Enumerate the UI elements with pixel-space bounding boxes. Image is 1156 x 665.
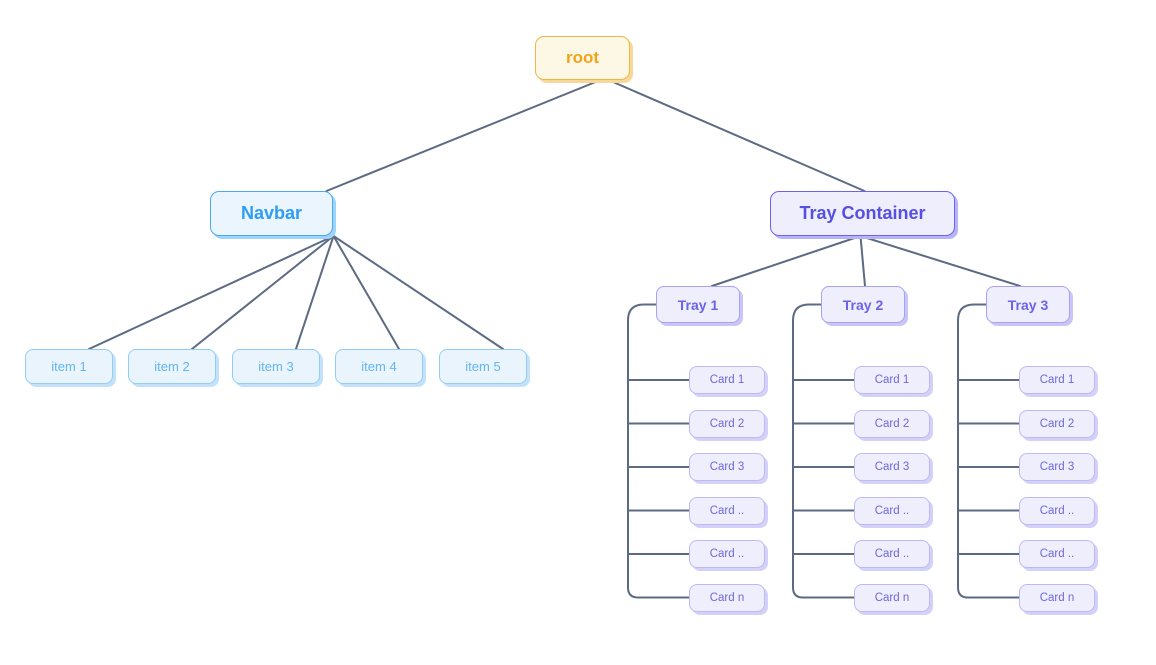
edge-root-to-tray-container [607,79,866,192]
node-root[interactable]: root [535,36,630,80]
edge-navbar-to-item-5 [332,235,504,350]
node-tray-2-card-1[interactable]: Card 1 [854,366,930,394]
edge-tray-3-spine [957,319,1020,599]
edge-tray-3-spine-head [957,303,987,322]
node-tray-2-card-5[interactable]: Card .. [854,540,930,568]
node-tray-2-card-4[interactable]: Card .. [854,496,930,525]
node-tray-2-card-2[interactable]: Card 2 [854,409,930,438]
node-tray-3-card-3[interactable]: Card 3 [1019,453,1095,481]
node-tray-1-card-6[interactable]: Card n [689,583,765,612]
node-tray-3-card-2[interactable]: Card 2 [1019,409,1095,438]
node-tray-1-card-3[interactable]: Card 3 [689,453,765,481]
node-tray-2-card-3[interactable]: Card 3 [854,453,930,481]
node-tray-2[interactable]: Tray 2 [821,286,905,323]
node-tray-3-card-6[interactable]: Card n [1019,583,1095,612]
node-tray-1-card-5[interactable]: Card .. [689,540,765,568]
edge-navbar-to-item-4 [332,235,400,350]
edge-root-to-navbar [325,79,602,192]
node-navbar-item-4[interactable]: item 4 [335,349,423,384]
edge-navbar-to-item-1 [88,235,335,350]
node-tray-2-card-6[interactable]: Card n [854,583,930,612]
edge-tray-container-to-tray-2 [859,235,866,287]
node-navbar[interactable]: Navbar [210,191,333,236]
node-tray-1-card-1[interactable]: Card 1 [689,366,765,394]
node-tray-3[interactable]: Tray 3 [986,286,1070,323]
edge-tray-container-to-tray-3 [859,235,1021,287]
edge-navbar-to-item-3 [295,235,335,350]
node-tray-1[interactable]: Tray 1 [656,286,740,323]
edge-tray-container-to-tray-1 [711,235,862,287]
node-navbar-item-3[interactable]: item 3 [232,349,320,384]
edge-tray-2-spine-head [792,303,822,322]
node-tray-3-card-1[interactable]: Card 1 [1019,366,1095,394]
edge-navbar-to-item-2 [191,235,335,350]
edge-tray-1-spine-head [627,303,657,322]
edge-tray-2-spine [792,319,855,599]
node-tray-container[interactable]: Tray Container [770,191,955,236]
node-tray-3-card-4[interactable]: Card .. [1019,496,1095,525]
node-navbar-item-1[interactable]: item 1 [25,349,113,384]
node-tray-1-card-2[interactable]: Card 2 [689,409,765,438]
node-navbar-item-5[interactable]: item 5 [439,349,527,384]
node-navbar-item-2[interactable]: item 2 [128,349,216,384]
node-tray-1-card-4[interactable]: Card .. [689,496,765,525]
edge-tray-1-spine [627,319,690,599]
node-tray-3-card-5[interactable]: Card .. [1019,540,1095,568]
